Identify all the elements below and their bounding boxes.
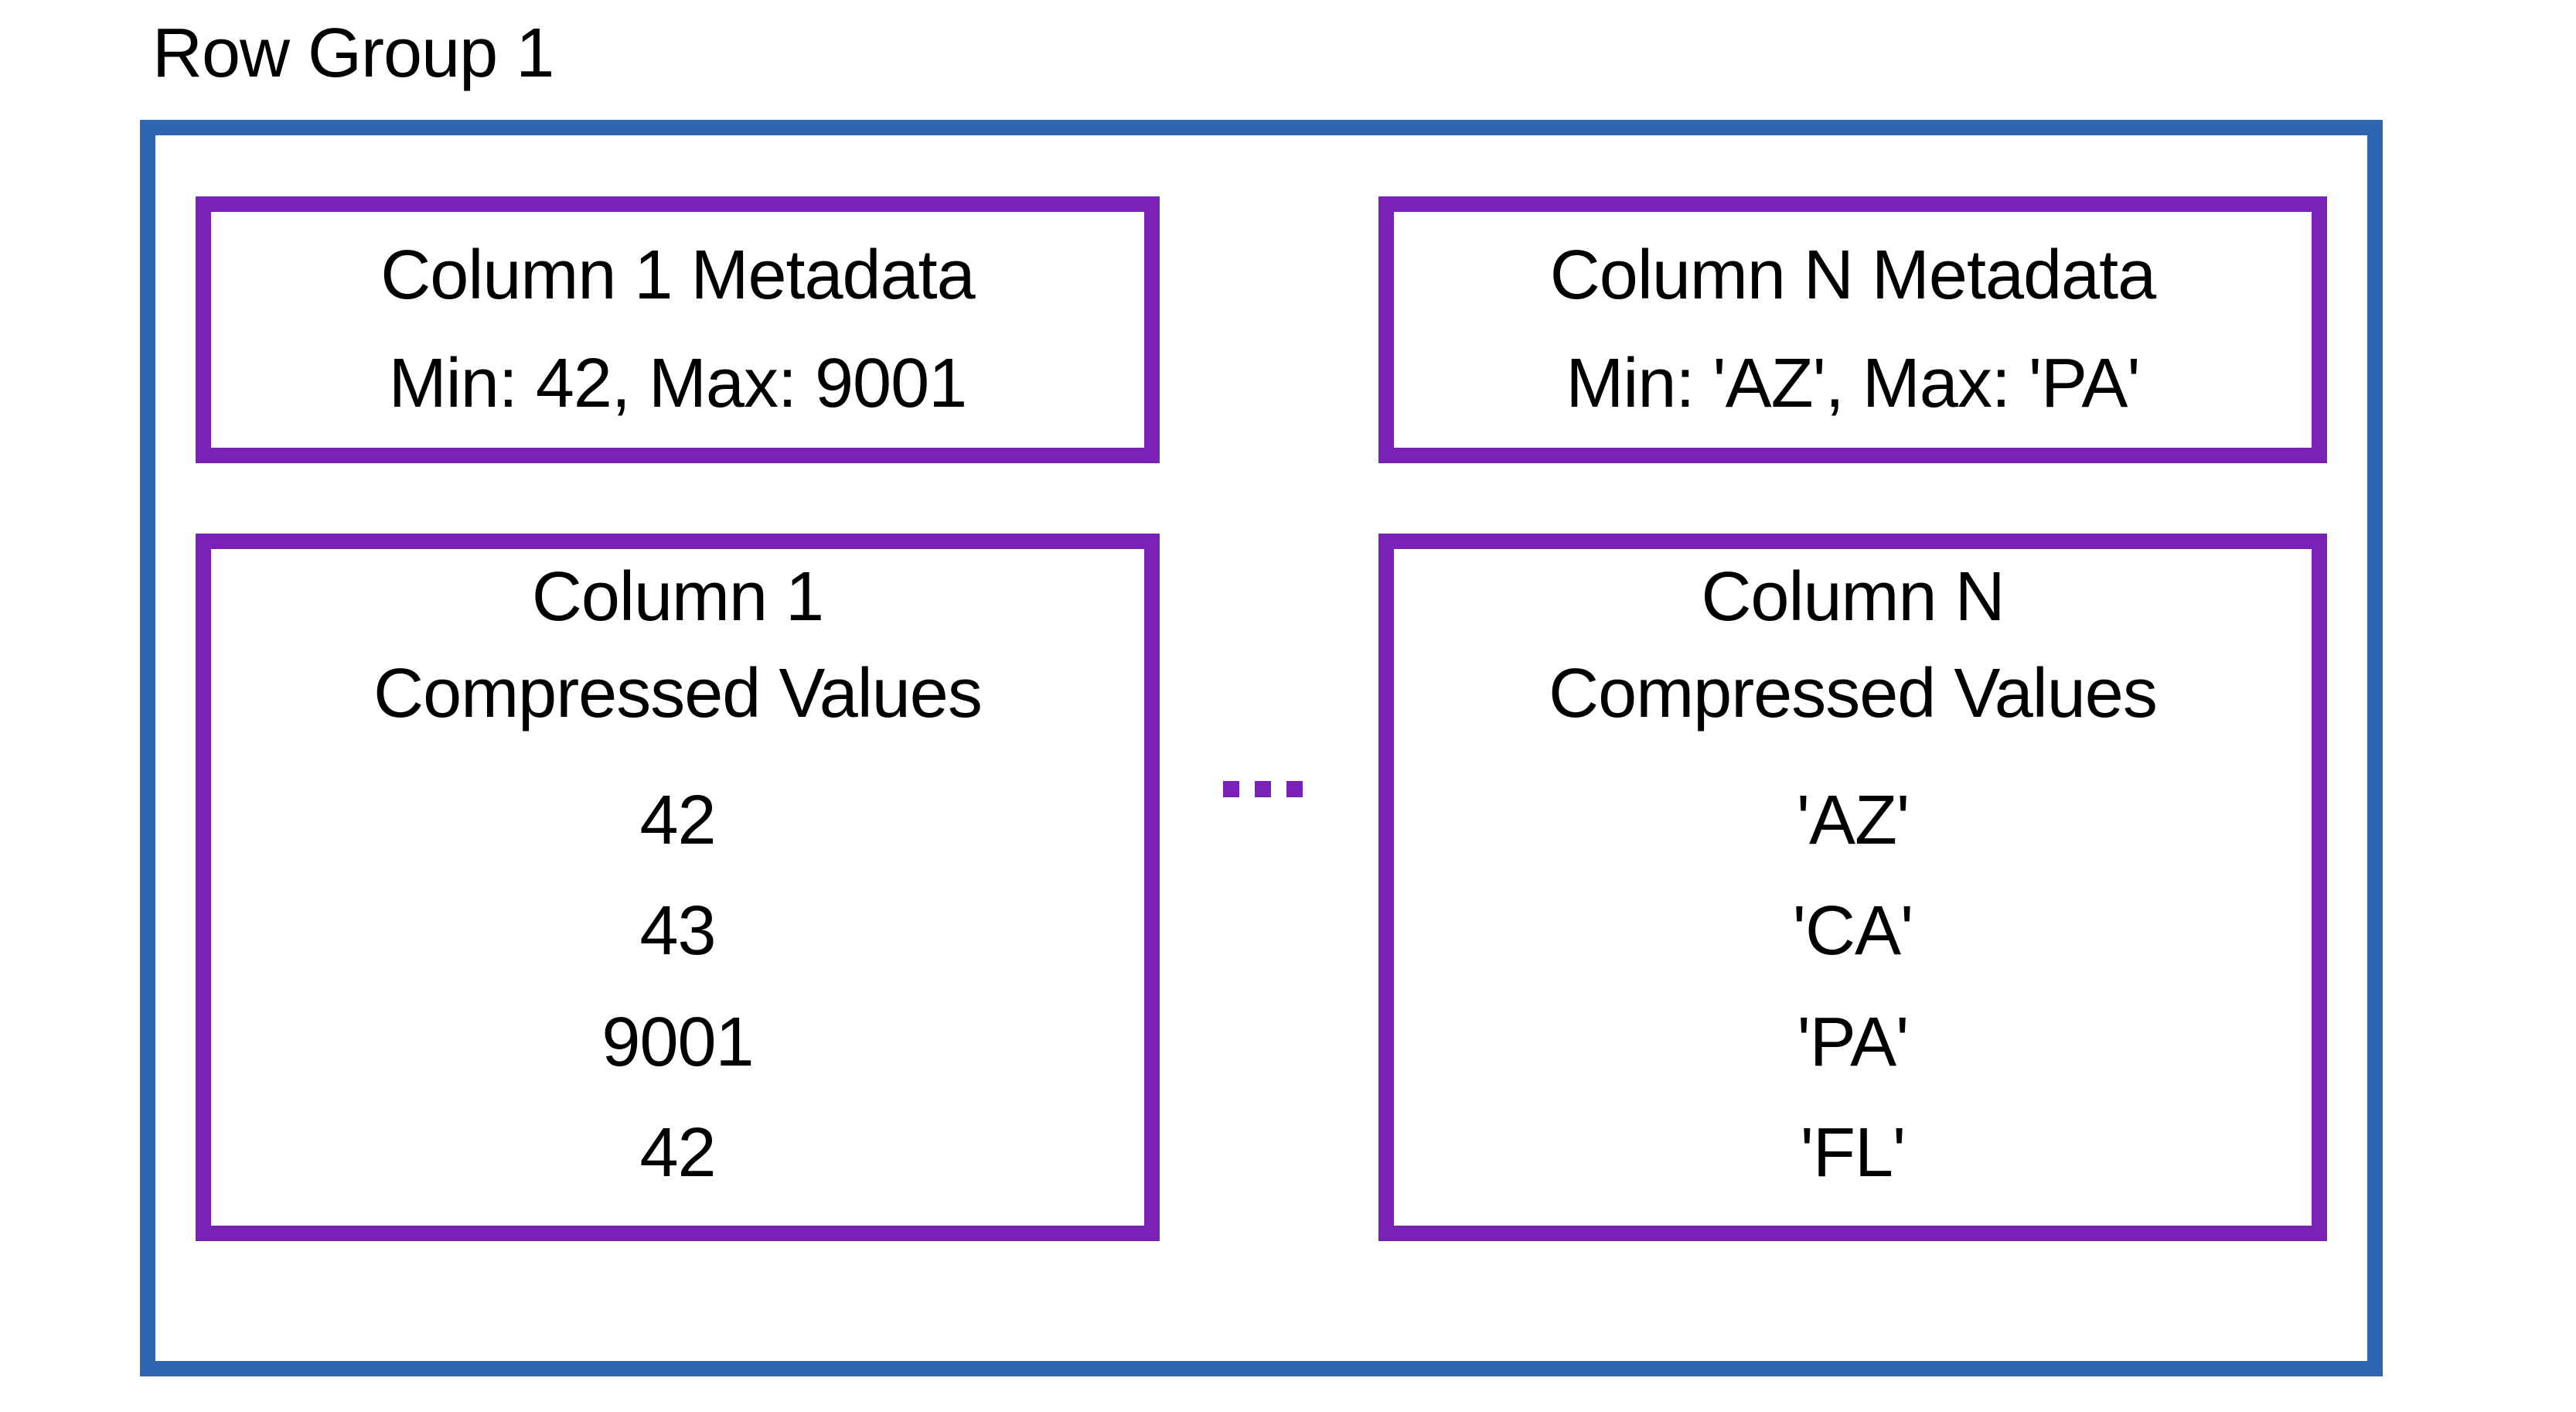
column-1-metadata-box: Column 1 Metadata Min: 42, Max: 9001: [196, 196, 1160, 463]
column-n-values-header: Column N Compressed Values: [1549, 549, 2158, 742]
ellipsis-dot: [1223, 781, 1239, 797]
value-item: 43: [639, 892, 716, 970]
column-1-values-box: Column 1 Compressed Values 42 43 9001 42: [196, 534, 1160, 1241]
column-n-values-header-line1: Column N: [1701, 558, 2005, 636]
ellipsis-dot: [1286, 781, 1303, 797]
value-item: 'CA': [1792, 892, 1913, 970]
row-group-title: Row Group 1: [152, 15, 554, 92]
column-n-metadata-stats: Min: 'AZ', Max: 'PA': [1566, 345, 2140, 423]
column-n-metadata-box: Column N Metadata Min: 'AZ', Max: 'PA': [1378, 196, 2327, 463]
column-n-section: Column N Metadata Min: 'AZ', Max: 'PA' C…: [1378, 196, 2327, 1241]
column-1-values-header-line2: Compressed Values: [373, 655, 983, 732]
value-item: 'PA': [1797, 1003, 1910, 1081]
column-n-metadata-title: Column N Metadata: [1549, 236, 2156, 314]
value-item: 42: [639, 782, 716, 860]
row-group-box: Column 1 Metadata Min: 42, Max: 9001 Col…: [140, 120, 2383, 1376]
column-n-values-header-line2: Compressed Values: [1549, 655, 2158, 732]
ellipsis-icon: [1223, 781, 1303, 797]
value-item: 9001: [601, 1003, 754, 1081]
column-n-values-box: Column N Compressed Values 'AZ' 'CA' 'PA…: [1378, 534, 2327, 1241]
column-n-values-list: 'AZ' 'CA' 'PA' 'FL': [1394, 742, 2312, 1226]
column-1-metadata-stats: Min: 42, Max: 9001: [388, 345, 967, 423]
column-1-values-header-line1: Column 1: [531, 558, 824, 636]
value-item: 'FL': [1800, 1114, 1906, 1192]
value-item: 42: [639, 1114, 716, 1192]
column-1-values-list: 42 43 9001 42: [211, 742, 1144, 1226]
column-1-metadata-title: Column 1 Metadata: [380, 236, 975, 314]
ellipsis-dot: [1255, 781, 1271, 797]
value-item: 'AZ': [1796, 782, 1910, 860]
column-1-values-header: Column 1 Compressed Values: [373, 549, 983, 742]
column-1-section: Column 1 Metadata Min: 42, Max: 9001 Col…: [196, 196, 1160, 1241]
